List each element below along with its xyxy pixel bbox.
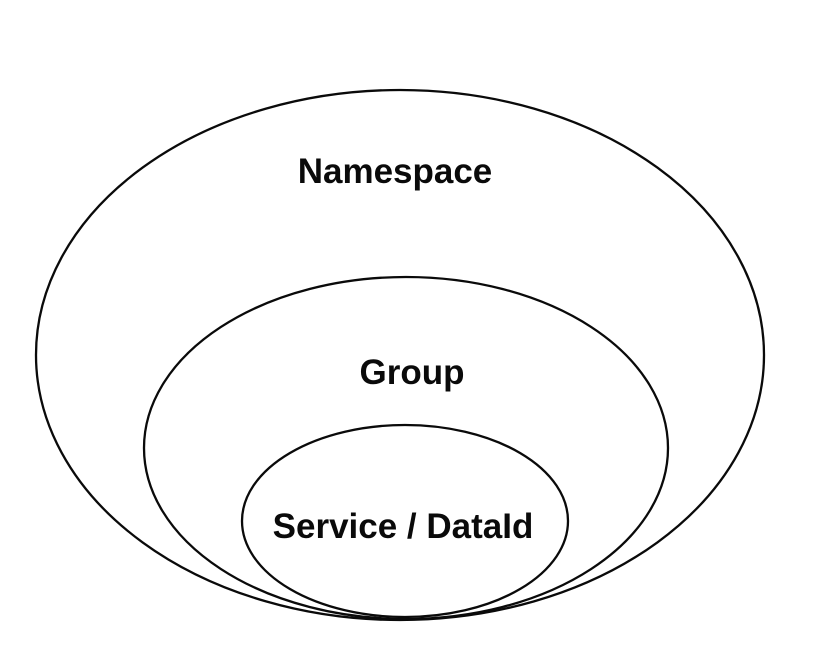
inner-ellipse-service-dataid — [240, 423, 570, 619]
service-dataid-label: Service / DataId — [273, 507, 534, 546]
group-label: Group — [360, 353, 465, 392]
namespace-label: Namespace — [298, 152, 493, 191]
middle-ellipse-group — [142, 275, 670, 621]
